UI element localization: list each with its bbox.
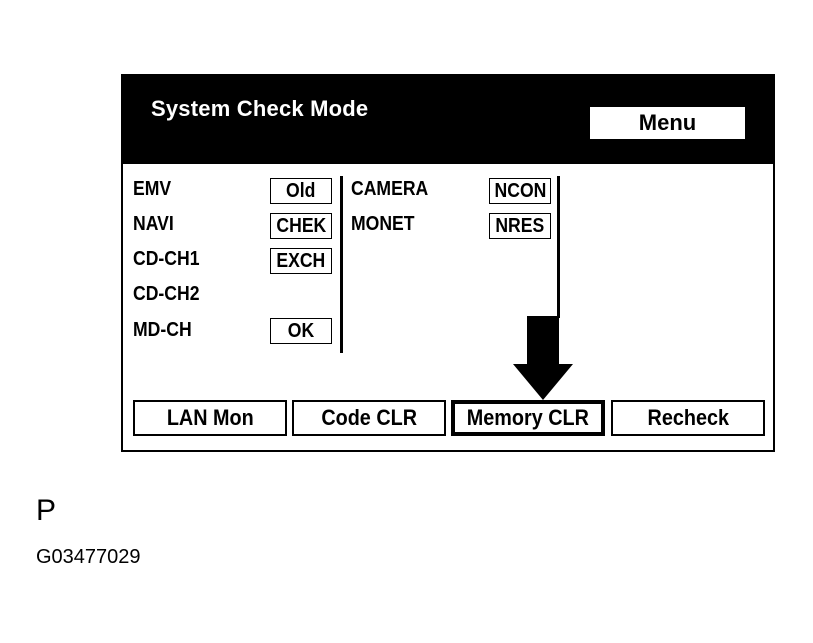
status-camera: NCON xyxy=(489,178,551,204)
row-label-cd-ch1: CD-CH1 xyxy=(133,248,200,270)
recheck-button[interactable]: Recheck xyxy=(611,400,765,436)
row-label-navi: NAVI xyxy=(133,213,174,235)
row-label-cd-ch2: CD-CH2 xyxy=(133,283,200,305)
status-navi: CHEK xyxy=(270,213,332,239)
row-label-emv: EMV xyxy=(133,178,172,200)
system-check-screen: System Check Mode Menu EMV Old NAVI CHEK… xyxy=(121,74,775,452)
figure-letter: P xyxy=(36,494,57,527)
column-divider-left xyxy=(340,176,343,353)
memory-clr-button[interactable]: Memory CLR xyxy=(451,400,605,436)
down-arrow-icon xyxy=(513,316,573,400)
screen-title: System Check Mode xyxy=(151,96,369,121)
status-md-ch: OK xyxy=(270,318,332,344)
status-emv: Old xyxy=(270,178,332,204)
status-cd-ch1: EXCH xyxy=(270,248,332,274)
status-monet: NRES xyxy=(489,213,551,239)
row-label-monet: MONET xyxy=(351,213,415,235)
row-label-camera: CAMERA xyxy=(351,178,429,200)
menu-button[interactable]: Menu xyxy=(589,106,746,140)
screen-header: System Check Mode Menu xyxy=(123,76,773,164)
figure-code: G03477029 xyxy=(36,546,141,568)
code-clr-button[interactable]: Code CLR xyxy=(292,400,446,436)
column-divider-right xyxy=(557,176,560,318)
lan-mon-button[interactable]: LAN Mon xyxy=(133,400,287,436)
row-label-md-ch: MD-CH xyxy=(133,319,192,341)
